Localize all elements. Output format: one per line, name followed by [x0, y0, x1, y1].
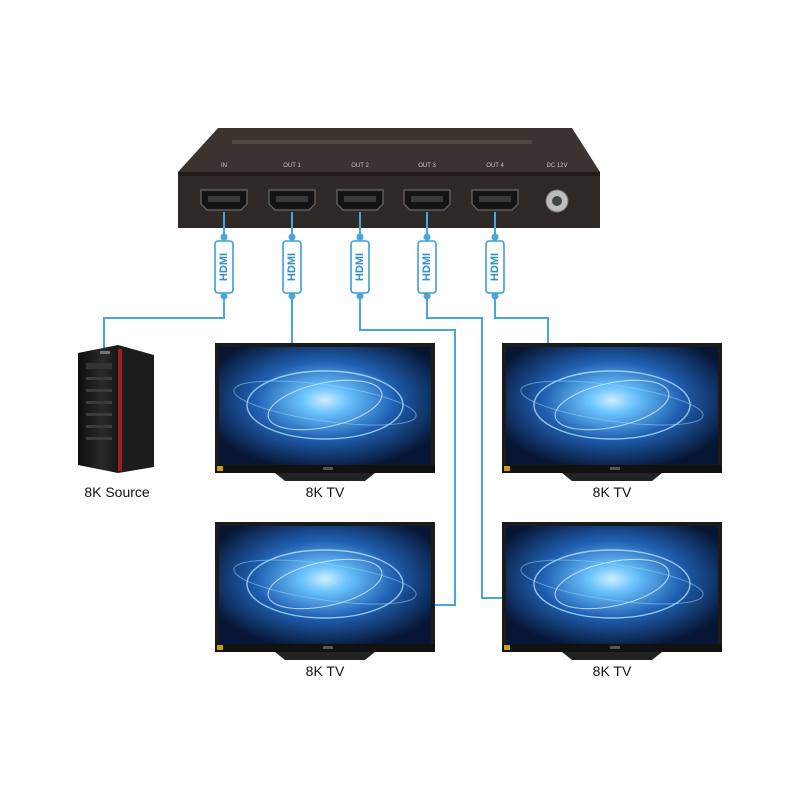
svg-text:HDMI: HDMI	[354, 253, 366, 281]
svg-text:HDMI: HDMI	[286, 253, 298, 281]
hdmi-out-port-3	[403, 189, 451, 211]
television-icon	[501, 521, 723, 661]
desktop-tower-icon	[78, 345, 154, 473]
dc-power-port	[545, 189, 569, 213]
hdmi-cable-tag: HDMI	[417, 233, 437, 300]
hdmi-out-port-4	[471, 189, 519, 211]
tv-label-1: 8K TV	[305, 484, 345, 500]
television-icon	[214, 342, 436, 482]
hdmi-out-port-2	[336, 189, 384, 211]
hdmi-in-port	[200, 189, 248, 211]
svg-text:HDMI: HDMI	[421, 253, 433, 281]
hdmi-cable-tag: HDMI	[350, 233, 370, 300]
splitter-device	[178, 128, 600, 228]
port-label: IN	[221, 163, 227, 169]
source-label: 8K Source	[84, 484, 150, 500]
svg-text:HDMI: HDMI	[489, 253, 501, 281]
splitter-top-face	[178, 128, 600, 172]
tv-label-3: 8K TV	[305, 663, 345, 679]
svg-text:HDMI: HDMI	[218, 253, 230, 281]
tv-label-2: 8K TV	[592, 484, 632, 500]
port-label: OUT 4	[486, 163, 504, 169]
port-label: OUT 3	[418, 163, 436, 169]
port-label: DC 12V	[546, 163, 567, 169]
hdmi-cable-tag: HDMI	[214, 233, 234, 300]
port-label: OUT 2	[351, 163, 369, 169]
hdmi-cable-tag: HDMI	[485, 233, 505, 300]
tv-label-4: 8K TV	[592, 663, 632, 679]
hdmi-cable-source	[103, 212, 225, 350]
hdmi-cable-tag: HDMI	[282, 233, 302, 300]
splitter-top-label-strip	[232, 140, 532, 144]
television-icon	[214, 521, 436, 661]
port-label: OUT 1	[283, 163, 301, 169]
television-icon	[501, 342, 723, 482]
splitter-front-panel	[178, 176, 600, 228]
hdmi-out-port-1	[268, 189, 316, 211]
